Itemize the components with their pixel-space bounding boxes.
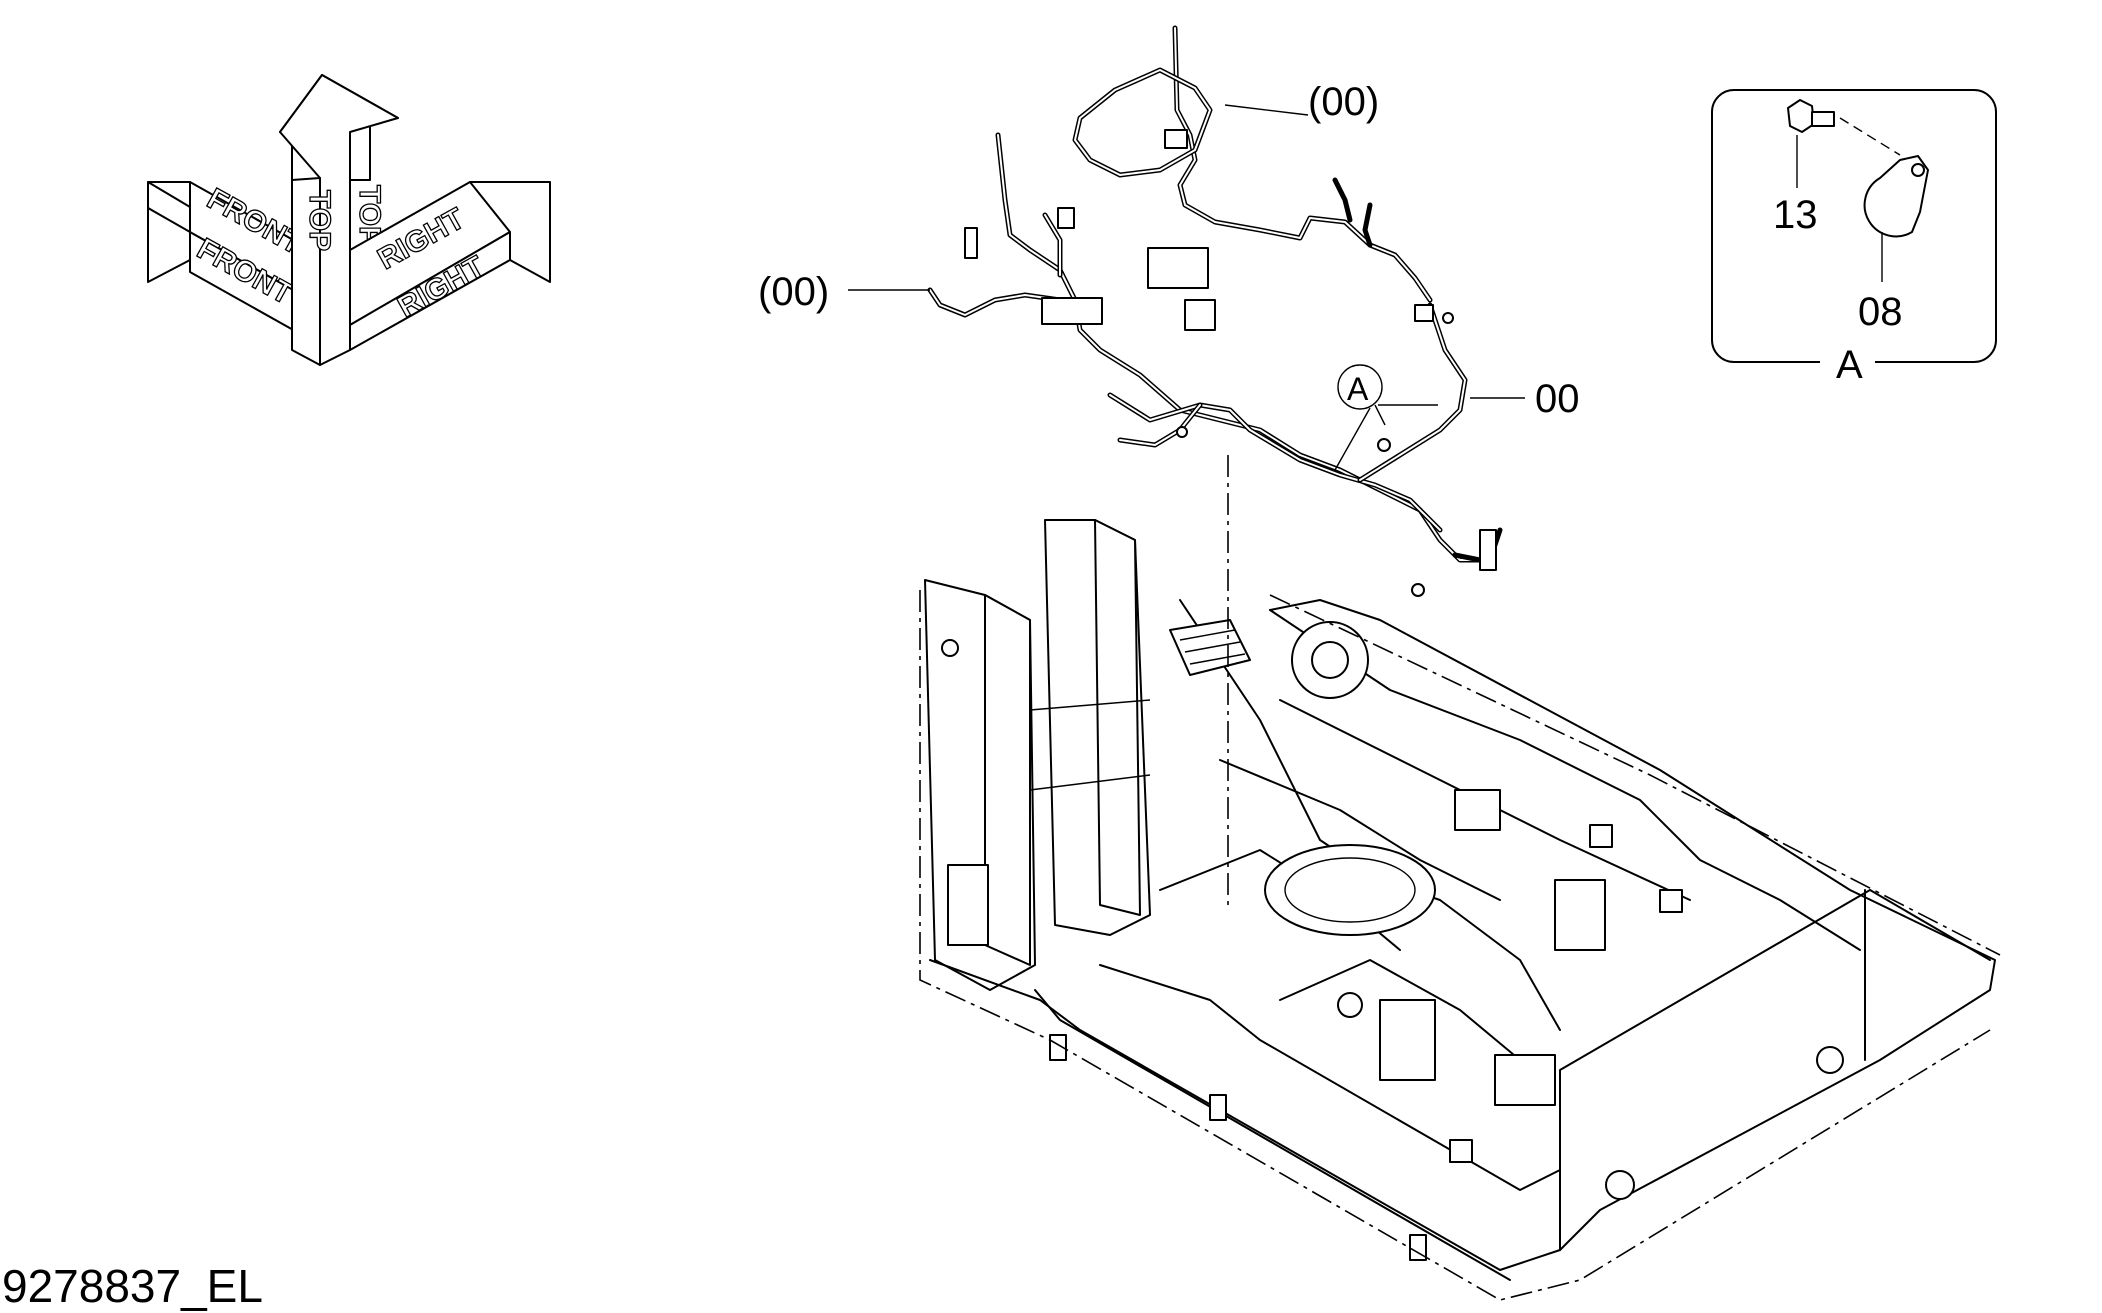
callout-label-main: 00 (1535, 377, 1580, 421)
clamp-ref-label: 08 (1858, 290, 1903, 334)
bolt-icon (1787, 99, 1835, 133)
wire-harness (927, 25, 1503, 597)
drawing-code: 9278837_EL (2, 1260, 263, 1312)
detail-view-label: A (1836, 343, 1863, 387)
p-clamp-icon (1863, 155, 1929, 238)
callout-label-left: (00) (758, 270, 829, 314)
callout-harness-left: (00) (758, 270, 930, 314)
callout-harness-top: (00) (1224, 80, 1379, 124)
orientation-indicator: FRONT FRONT TOP TOP RIGHT RIGHT (147, 74, 551, 366)
detail-view-frame (1711, 89, 1997, 363)
callout-harness-main: 00 (1470, 377, 1580, 421)
bolt-ref-label: 13 (1773, 193, 1818, 237)
chassis-frame (919, 519, 2001, 1301)
callout-label-top: (00) (1308, 80, 1379, 124)
view-marker-label: A (1347, 371, 1369, 407)
view-marker-a: A (1334, 364, 1438, 471)
detail-view-a: A 13 08 (1711, 89, 1997, 387)
top-arrow-label-left: TOP (303, 190, 336, 251)
